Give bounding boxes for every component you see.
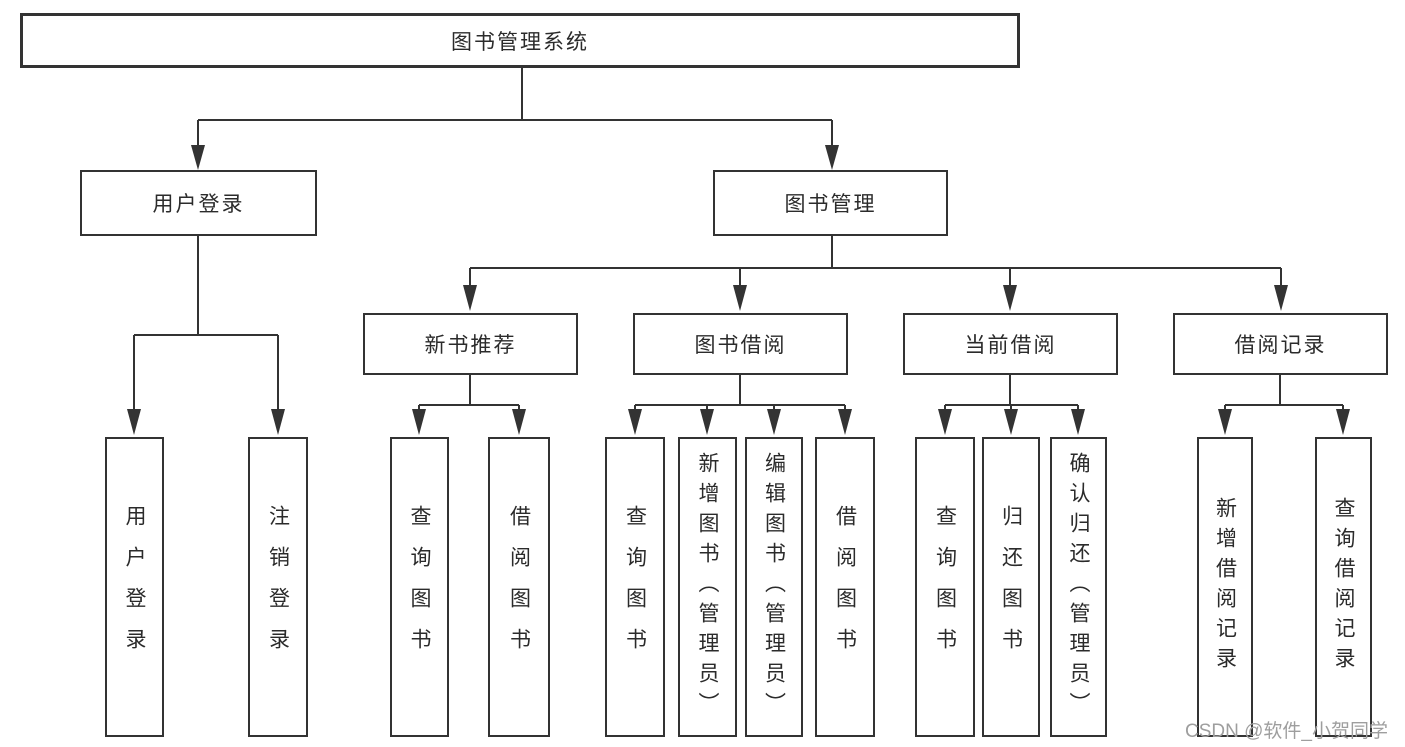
leaf-confirm-return-admin: 确认归还（管理员） [1050, 437, 1107, 737]
leaf-query-borrow-record: 查询借阅记录 [1315, 437, 1372, 737]
leaf-add-books-admin-label: 新增图书（管理员） [696, 452, 719, 722]
leaf-add-borrow-record-label: 新增借阅记录 [1213, 497, 1237, 677]
node-root: 图书管理系统 [20, 13, 1020, 68]
leaf-edit-books-admin: 编辑图书（管理员） [745, 437, 803, 737]
leaf-logout-label: 注销登录 [266, 505, 290, 669]
leaf-current-query-books-label: 查询图书 [933, 505, 957, 669]
node-current-borrow-label: 当前借阅 [964, 334, 1057, 357]
leaf-rec-borrow-books: 借阅图书 [488, 437, 550, 737]
leaf-borrow-query-books-label: 查询图书 [623, 505, 647, 669]
leaf-borrow-query-books: 查询图书 [605, 437, 665, 737]
connector-book-borrow-children [628, 375, 852, 435]
connector-new-book-rec-children [412, 375, 526, 435]
csdn-watermark: CSDN @软件_小贺同学 [1185, 721, 1388, 742]
connector-current-borrow-children [938, 375, 1085, 435]
leaf-current-query-books: 查询图书 [915, 437, 975, 737]
node-book-borrow: 图书借阅 [633, 313, 848, 375]
leaf-return-books-label: 归还图书 [999, 505, 1023, 669]
node-new-book-rec-label: 新书推荐 [424, 334, 517, 357]
node-borrow-records: 借阅记录 [1173, 313, 1388, 375]
connector-root-to-level2 [191, 68, 839, 170]
node-book-mgmt-label: 图书管理 [784, 193, 877, 216]
leaf-add-books-admin: 新增图书（管理员） [678, 437, 737, 737]
node-current-borrow: 当前借阅 [903, 313, 1118, 375]
node-book-mgmt: 图书管理 [713, 170, 948, 236]
node-user-login-label: 用户登录 [152, 193, 245, 216]
leaf-edit-books-admin-label: 编辑图书（管理员） [762, 452, 786, 722]
connector-borrow-records-children [1218, 375, 1350, 435]
leaf-query-borrow-record-label: 查询借阅记录 [1332, 497, 1355, 677]
connector-book-mgmt-children [463, 236, 1288, 311]
leaf-return-books: 归还图书 [982, 437, 1040, 737]
leaf-rec-borrow-books-label: 借阅图书 [507, 505, 531, 669]
node-book-borrow-label: 图书借阅 [694, 334, 787, 357]
leaf-user-login-label: 用户登录 [123, 505, 146, 669]
node-user-login: 用户登录 [80, 170, 317, 236]
leaf-confirm-return-admin-label: 确认归还（管理员） [1067, 452, 1090, 722]
leaf-add-borrow-record: 新增借阅记录 [1197, 437, 1253, 737]
leaf-rec-query-books: 查询图书 [390, 437, 449, 737]
node-borrow-records-label: 借阅记录 [1234, 334, 1327, 357]
connector-user-login-children [127, 236, 285, 435]
leaf-user-login: 用户登录 [105, 437, 164, 737]
node-root-label: 图书管理系统 [451, 30, 589, 54]
leaf-rec-query-books-label: 查询图书 [408, 505, 431, 669]
leaf-borrow-books: 借阅图书 [815, 437, 875, 737]
leaf-borrow-books-label: 借阅图书 [833, 505, 857, 669]
node-new-book-rec: 新书推荐 [363, 313, 578, 375]
leaf-logout: 注销登录 [248, 437, 308, 737]
